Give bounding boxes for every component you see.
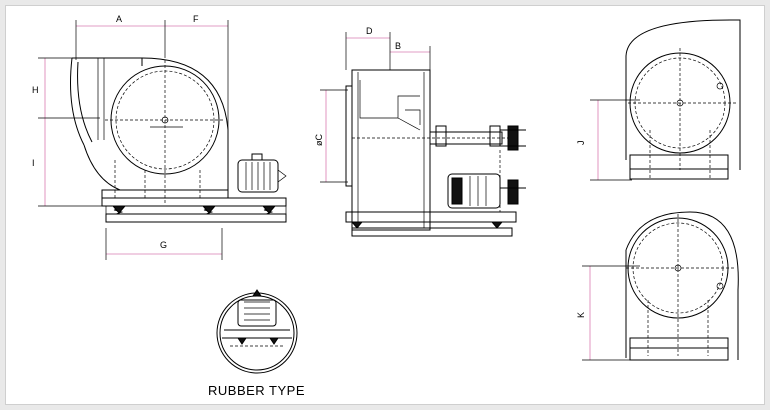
dim-label-f: F [193,14,199,24]
dim-label-g: G [160,240,167,250]
dim-label-c: øC [314,134,324,146]
side-pulley-top [500,125,526,151]
dim-label-a: A [116,14,122,24]
spring-mount-1 [111,205,127,215]
spring-mount-3 [261,205,277,215]
dim-label-h: H [32,85,39,95]
front-motor [237,153,287,193]
dim-label-d: D [366,26,373,36]
side-motor [447,173,526,209]
rubber-type-caption: RUBBER TYPE [208,383,305,398]
right-top-view: J [576,19,741,181]
spring-mount-2 [201,205,217,215]
right-bottom-view: K [576,211,739,361]
side-view: D B øC [314,26,526,237]
dim-label-k: K [576,312,586,318]
rubber-type-detail [216,289,298,374]
dim-label-b: B [395,41,401,51]
dim-label-i: I [32,158,35,168]
front-view: A F H I [32,14,287,260]
dim-label-j: J [576,141,586,146]
